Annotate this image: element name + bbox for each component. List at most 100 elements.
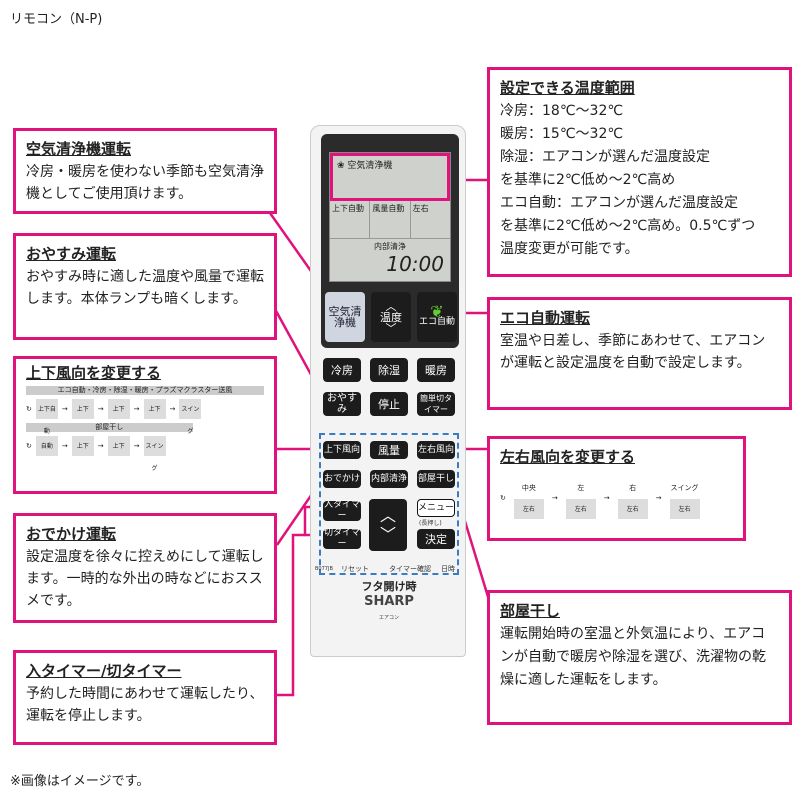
lcd-time: 10:00: [386, 252, 444, 276]
range-line: 冷房：18℃～32℃: [500, 103, 624, 119]
range-line: 暖房：15℃～32℃: [500, 126, 624, 142]
vertical-sequence-2: ↻自動→上下→上下→スイング: [26, 435, 264, 472]
step-label: 右: [629, 484, 637, 492]
eco-label: エコ自動: [418, 317, 455, 327]
callout-title: 上下風向を変更する: [26, 364, 162, 382]
reset-button[interactable]: リセット: [341, 565, 369, 573]
lid-label: フタ開け時: [361, 580, 417, 593]
up-icon: ︿: [379, 506, 396, 525]
step-label: 左: [577, 484, 585, 492]
purifier-icon: ❀: [337, 161, 345, 171]
step-auto: 上下自動: [35, 399, 58, 435]
brand-logo: SHARP: [364, 594, 414, 609]
range-line: 除湿：エアコンが選んだ温度設定: [500, 149, 710, 165]
range-line: 温度変更が可能です。: [500, 241, 639, 257]
ok-button[interactable]: 決定: [417, 529, 455, 549]
step-label: スイング: [670, 484, 699, 492]
callout-title: 設定できる温度範囲: [500, 79, 635, 97]
room-dry-button[interactable]: 部屋干し: [417, 470, 455, 488]
range-line: を基準に2℃低め～2℃高め。0.5℃ずつ: [500, 218, 756, 234]
remote-top-panel: ❀ 空気清浄機 上下自動 風量自動 左右 内部清浄 10:00 空気清浄機 ︿温…: [321, 134, 459, 348]
lcd-title: 空気清浄機: [347, 161, 393, 171]
up-icon: ︿: [385, 299, 397, 313]
page-title: リモコン（N-P): [10, 12, 103, 27]
internal-clean-button[interactable]: 内部清浄: [370, 470, 408, 488]
callout-text: 室温や日差し、季節にあわせて、エアコンが運転と設定温度を自動で設定します。: [500, 333, 766, 371]
stop-button[interactable]: 停止: [370, 392, 408, 416]
callout-title: おやすみ運転: [26, 245, 117, 263]
callout-text: 設定温度を徐々に控えめにして運転します。一時的な外出の時などにおススメです。: [26, 549, 264, 609]
lcd-fan: 風量自動: [370, 201, 411, 238]
callout-title: 入タイマー/切タイマー: [26, 662, 182, 680]
outing-button[interactable]: おでかけ: [323, 470, 361, 488]
group-label: エコ自動・冷房・除湿・暖房・プラズマクラスター送風: [26, 386, 264, 395]
leaf-icon: ❦: [430, 302, 444, 321]
down-icon: ﹀: [379, 525, 396, 544]
down-icon: ﹀: [385, 321, 397, 335]
cool-button[interactable]: 冷房: [323, 358, 361, 382]
step-auto: 自動: [35, 436, 58, 456]
group-label: 部屋干し: [26, 423, 193, 432]
temp-label: 温度: [380, 310, 402, 324]
remote-control: ❀ 空気清浄機 上下自動 風量自動 左右 内部清浄 10:00 空気清浄機 ︿温…: [310, 125, 466, 657]
step-cell: 左右: [565, 499, 596, 519]
step-cell: 左右: [669, 499, 700, 519]
heat-button[interactable]: 暖房: [417, 358, 455, 382]
callout-outing: おでかけ運転設定温度を徐々に控えめにして運転します。一時的な外出の時などにおスス…: [13, 513, 277, 623]
lcd-vertical: 上下自動: [330, 201, 371, 238]
sleep-button[interactable]: おやすみ: [323, 392, 361, 416]
simple-off-timer-button[interactable]: 簡単切タイマー: [417, 392, 455, 416]
callout-timer: 入タイマー/切タイマー予約した時間にあわせて運転したり、運転を停止します。: [13, 650, 277, 745]
callout-title: 左右風向を変更する: [500, 448, 636, 466]
dehumidify-button[interactable]: 除湿: [370, 358, 408, 382]
callout-text: 冷房・暖房を使わない季節も空気清浄機としてご使用頂けます。: [26, 164, 264, 202]
callout-vertical-direction: 上下風向を変更する エコ自動・冷房・除湿・暖房・プラズマクラスター送風 ↻上下自…: [13, 356, 277, 494]
air-purifier-button[interactable]: 空気清浄機: [325, 292, 365, 342]
lcd-display: ❀ 空気清浄機 上下自動 風量自動 左右 内部清浄 10:00: [329, 152, 451, 282]
timer-check-button[interactable]: タイマー確認: [389, 565, 431, 573]
off-timer-button[interactable]: 切タイマー: [323, 528, 361, 549]
vertical-sequence-1: ↻上下自動→上下→上下→上下→スイング: [26, 398, 264, 435]
step-swing: スイング: [143, 436, 166, 472]
horizontal-direction-button[interactable]: 左右風向: [417, 441, 455, 459]
clock-button[interactable]: 日時: [441, 565, 455, 573]
lid-area: [319, 433, 459, 575]
temp-button[interactable]: ︿温度﹀: [371, 292, 411, 342]
step-cell: 左右: [513, 499, 544, 519]
callout-sleep: おやすみ運転おやすみ時に適した温度や風量で運転します。本体ランプも暗くします。: [13, 233, 277, 340]
callout-horizontal-direction: 左右風向を変更する ↻ 中央左右→ 左左右→ 右左右→ スイング左右: [487, 436, 746, 541]
step: 上下: [107, 436, 130, 456]
callout-text: 運転開始時の室温と外気温により、エアコンが自動で暖房や除湿を選び、洗濯物の乾燥に…: [500, 626, 766, 688]
step-cell: 左右: [617, 499, 648, 519]
range-line: を基準に2℃低め～2℃高め: [500, 172, 676, 188]
range-line: エコ自動：エアコンが選んだ温度設定: [500, 195, 738, 211]
callout-title: おでかけ運転: [26, 525, 117, 543]
callout-room-dry: 部屋干し運転開始時の室温と外気温により、エアコンが自動で暖房や除湿を選び、洗濯物…: [487, 590, 792, 725]
menu-sub-label: (長押し): [419, 520, 442, 527]
callout-eco: エコ自動運転室温や日差し、季節にあわせて、エアコンが運転と設定温度を自動で設定し…: [487, 297, 792, 410]
eco-button[interactable]: ❦エコ自動: [417, 292, 457, 342]
callout-text: 予約した時間にあわせて運転したり、運転を停止します。: [26, 686, 264, 724]
horizontal-sequence: ↻ 中央左右→ 左左右→ 右左右→ スイング左右: [500, 477, 733, 519]
product-label: エアコン: [378, 615, 399, 621]
callout-text: おやすみ時に適した温度や風量で運転します。本体ランプも暗くします。: [26, 269, 264, 307]
fan-button[interactable]: 風量: [370, 441, 408, 459]
callout-title: 部屋干し: [500, 602, 561, 620]
step: 上下: [71, 399, 94, 419]
up-down-button[interactable]: ︿﹀: [369, 499, 407, 551]
step-label: 中央: [521, 484, 536, 492]
footer-note: ※画像はイメージです。: [10, 774, 150, 789]
vertical-direction-button[interactable]: 上下風向: [323, 441, 361, 459]
step: 上下: [143, 399, 166, 419]
menu-button[interactable]: メニュー: [417, 499, 455, 517]
callout-air-purifier: 空気清浄機運転冷房・暖房を使わない季節も空気清浄機としてご使用頂けます。: [13, 128, 277, 214]
callout-title: エコ自動運転: [500, 309, 591, 327]
on-timer-button[interactable]: 入タイマー: [323, 500, 361, 521]
lcd-internal: 内部清浄: [374, 242, 406, 251]
step: 上下: [107, 399, 130, 419]
step: 上下: [71, 436, 94, 456]
model-number: B077JB: [315, 566, 333, 572]
lcd-horizontal: 左右: [412, 204, 429, 213]
step-swing: スイング: [179, 399, 202, 435]
callout-title: 空気清浄機運転: [26, 140, 132, 158]
